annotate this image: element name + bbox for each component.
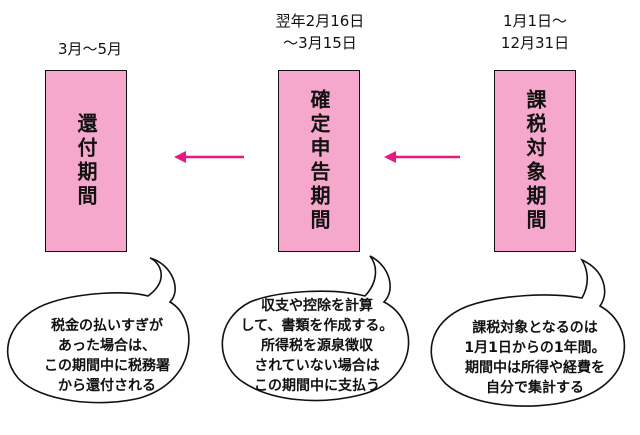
- tax-date-line-2: 12月31日: [500, 34, 570, 52]
- refund-bubble-line-3: この期間中に税務署: [44, 358, 170, 374]
- tax-date-label: 1月1日〜 12月31日: [470, 10, 600, 54]
- refund-bubble-line-2: あった場合は、: [58, 338, 156, 354]
- filing-bubble-line-3: 所得税を源泉徴収: [261, 338, 373, 354]
- tax-bubble-text: 課税対象となるのは 1月1日からの1年間。 期間中は所得や経費を 自分で集計する: [440, 318, 630, 398]
- tax-bubble-line-3: 期間中は所得や経費を: [465, 360, 605, 376]
- filing-date-line-2: 〜3月15日: [283, 34, 357, 52]
- bubble-filing: [221, 255, 410, 402]
- tax-date-line-1: 1月1日〜: [502, 12, 568, 30]
- tax-bubble-line-2: 1月1日からの1年間。: [464, 340, 606, 356]
- refund-date-line-1: 3月〜5月: [57, 40, 123, 58]
- filing-period-label: 確定申告期間: [307, 89, 331, 233]
- filing-date-label: 翌年2月16日 〜3月15日: [240, 10, 400, 54]
- filing-bubble-text: 収支や控除を計算 して、書類を作成する。 所得税を源泉徴収 されていない場合は …: [222, 296, 412, 396]
- filing-period-box: 確定申告期間: [278, 70, 360, 252]
- filing-bubble-line-5: この期間中に支払う: [254, 378, 380, 394]
- refund-date-label: 3月〜5月: [40, 38, 140, 60]
- tax-period-label: 課税対象期間: [523, 89, 547, 233]
- filing-date-line-1: 翌年2月16日: [275, 12, 365, 30]
- bubble-refund: [7, 257, 190, 404]
- flow-arrow-tax-to-filing: [384, 151, 460, 163]
- refund-period-label: 還付期間: [74, 113, 98, 209]
- tax-period-box: 課税対象期間: [494, 70, 576, 252]
- filing-bubble-line-1: 収支や控除を計算: [261, 298, 373, 314]
- refund-bubble-line-1: 税金の払いすぎが: [51, 318, 163, 334]
- tax-bubble-line-4: 自分で集計する: [486, 380, 584, 396]
- refund-period-box: 還付期間: [45, 70, 127, 252]
- filing-bubble-line-2: して、書類を作成する。: [240, 318, 394, 334]
- refund-bubble-text: 税金の払いすぎが あった場合は、 この期間中に税務署 から還付される: [22, 316, 192, 396]
- flow-arrow-filing-to-refund: [174, 151, 244, 163]
- refund-bubble-line-4: から還付される: [58, 378, 156, 394]
- tax-bubble-line-1: 課税対象となるのは: [472, 320, 598, 336]
- filing-bubble-line-4: されていない場合は: [254, 358, 380, 374]
- bubble-tax: [430, 258, 626, 407]
